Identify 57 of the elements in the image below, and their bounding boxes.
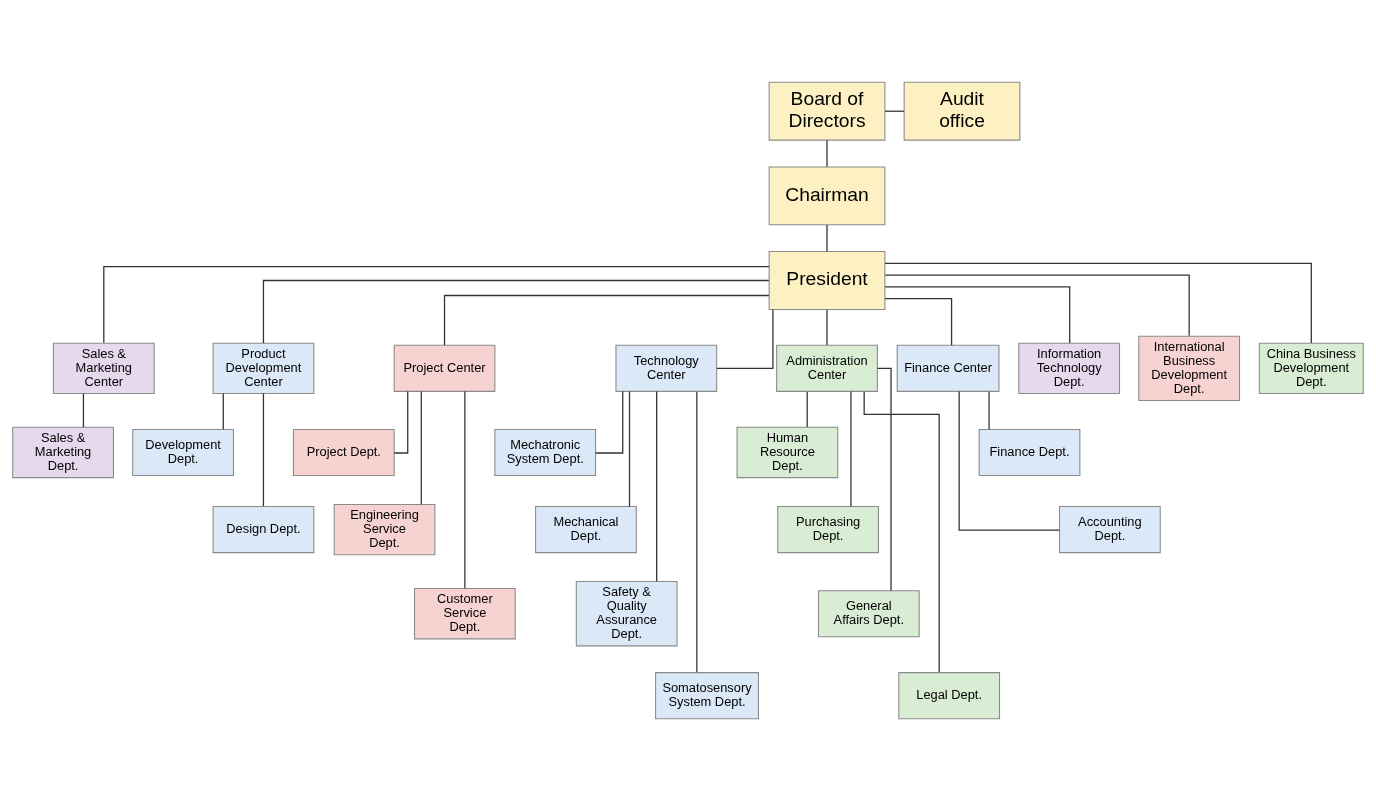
node-box: Accounting Dept. [1059,505,1161,553]
node-box: Board of Directors [768,81,886,141]
node-box: Somatosensory System Dept. [655,671,759,719]
connector [884,110,905,112]
connector [988,390,990,430]
node-box: Project Center [393,344,496,392]
connector [656,390,658,582]
node-box: Engineering Service Dept. [333,503,436,555]
node-box: Safety & Quality Assurance Dept. [575,580,678,646]
node-box: Finance Dept. [978,428,1081,476]
node-box: Human Resource Dept. [736,426,839,478]
connector [826,139,828,167]
node-box: Mechatronic System Dept. [494,428,597,476]
node-box: Product Development Center [212,342,315,394]
connector [222,392,224,430]
connector [262,392,265,507]
node-box: Audit office [903,81,1021,141]
connector [884,274,1190,336]
connector [716,308,774,369]
node-box: Administration Center [776,344,878,392]
connector [443,294,770,346]
connector [464,390,466,589]
connector [863,390,940,673]
node-box: China Business Development Dept. [1258,342,1364,394]
node-box: Legal Dept. [898,671,1001,719]
connector [420,390,422,505]
node-box: General Affairs Dept. [817,589,920,637]
connector [884,262,1312,344]
connector [850,390,852,507]
node-box: Chairman [768,165,886,225]
connector [262,279,770,344]
node-box: President [768,250,886,310]
node-box: Customer Service Dept. [414,587,516,639]
node-box: Sales & Marketing Center [52,342,155,394]
node-box: Development Dept. [132,428,234,476]
connector [806,390,808,428]
connector [826,223,828,252]
connector [884,297,953,346]
node-box: Technology Center [615,344,718,392]
node-box: Project Dept. [292,428,395,476]
connector [594,390,624,454]
connector [628,390,631,507]
connector [876,367,892,591]
connector [958,390,1060,531]
connector [393,390,409,454]
node-box: Sales & Marketing Dept. [12,426,114,478]
node-box: Purchasing Dept. [777,505,879,553]
node-box: International Business Development Dept. [1138,335,1241,401]
node-box: Mechanical Dept. [535,505,637,553]
node-box: Design Dept. [212,505,315,553]
connector [103,265,770,343]
node-box: Finance Center [896,344,1000,392]
connector [82,392,85,428]
connector [696,390,698,673]
node-box: Information Technology Dept. [1018,342,1121,394]
connector [884,285,1071,344]
connector [826,308,828,346]
